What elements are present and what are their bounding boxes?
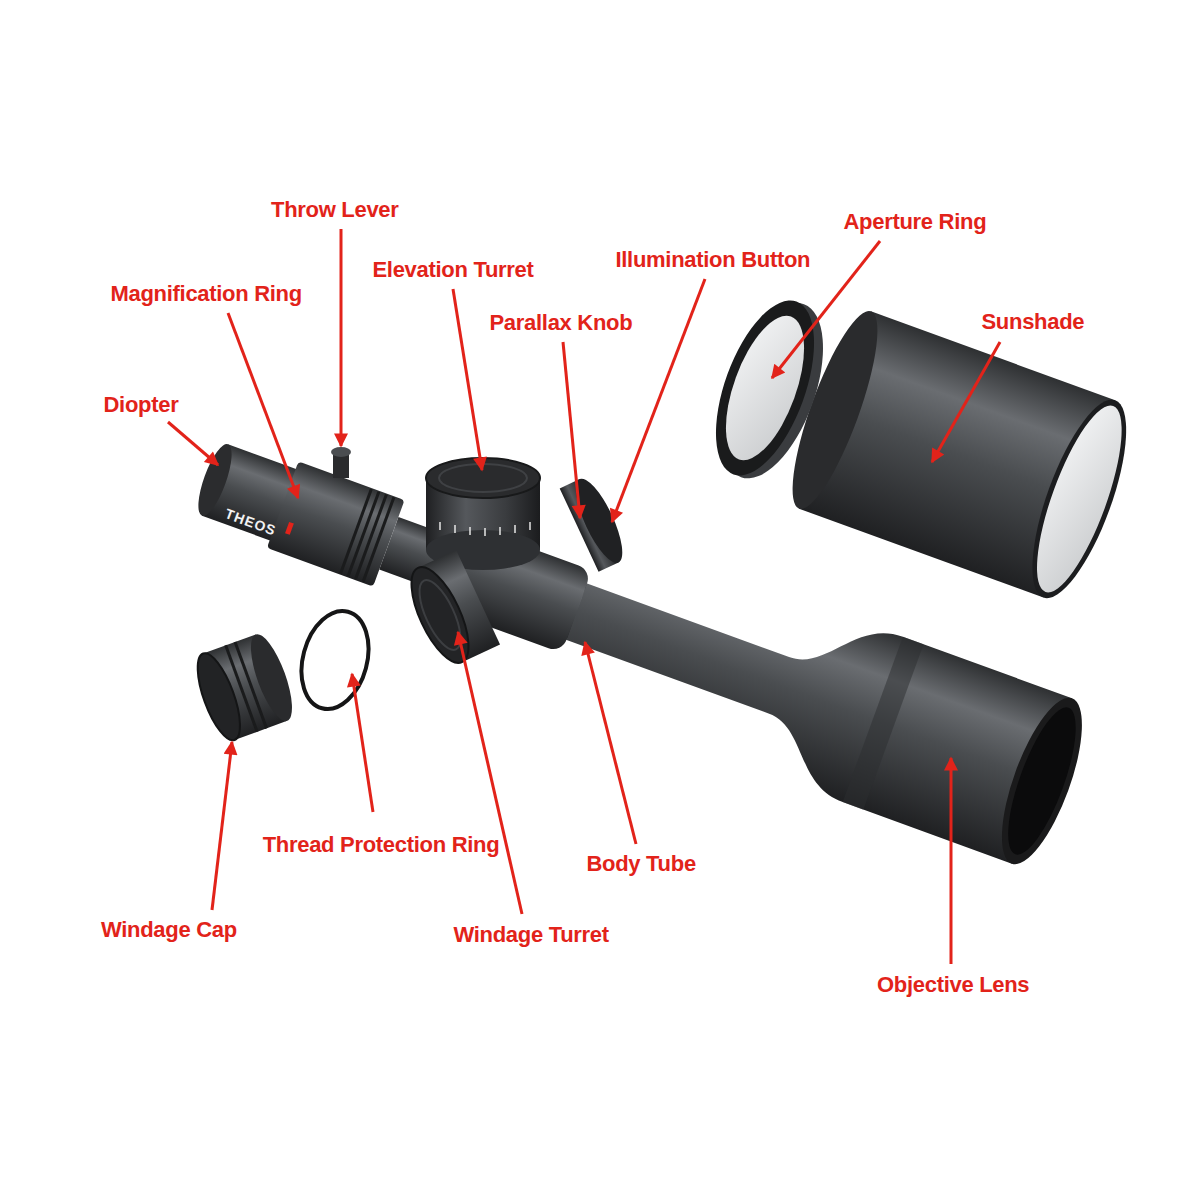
leader-line: [585, 642, 636, 844]
part-label: Body Tube: [587, 851, 696, 877]
tick: [439, 522, 441, 530]
throw-lever-drawing: [331, 447, 351, 478]
leader-line: [563, 342, 580, 518]
scope-drawing: [175, 394, 1099, 874]
part-label: Thread Protection Ring: [261, 832, 501, 858]
objective-lens: [995, 700, 1090, 862]
tick: [454, 525, 456, 533]
part-label: Parallax Knob: [490, 310, 633, 336]
ridge: [341, 489, 372, 574]
leader-line: [932, 342, 1000, 462]
ring-ridges: [341, 489, 394, 582]
part-label: Objective Lens: [877, 972, 1029, 998]
part-label: Sunshade: [982, 309, 1085, 335]
magnification-ring: [267, 461, 405, 586]
windage-face: [400, 559, 480, 670]
windage-cap-back: [243, 630, 301, 726]
windage-cap-drawing: [189, 630, 300, 746]
tick: [499, 527, 501, 535]
sunshade-drawing: [777, 303, 1146, 608]
aperture-ring-rim: [696, 288, 834, 488]
tick: [529, 522, 531, 530]
elevation-top: [426, 458, 540, 498]
part-label: Diopter: [104, 392, 179, 418]
leader-line: [950, 758, 953, 964]
elevation-turret-drawing: [426, 458, 540, 570]
part-label: Magnification Ring: [111, 281, 302, 307]
parallax-knob-drawing: [560, 473, 632, 572]
tick: [484, 528, 486, 536]
leader-line: [340, 229, 343, 446]
ridge: [348, 492, 379, 577]
leader-line: [458, 632, 522, 914]
windage-turret-drawing: [400, 550, 500, 670]
thread-ring: [291, 603, 379, 716]
brand-marking: THEOS: [222, 505, 278, 539]
ridge: [363, 497, 394, 582]
part-label: Elevation Turret: [373, 257, 534, 283]
throw-lever-top: [331, 447, 351, 457]
part-label: Throw Lever: [271, 197, 399, 223]
ridge: [356, 494, 387, 579]
windage-cap-face: [189, 648, 249, 745]
leader-lines: [168, 229, 1000, 964]
part-label: Illumination Button: [616, 247, 811, 273]
part-label: Windage Cap: [101, 917, 237, 943]
index-mark: [285, 522, 294, 535]
part-label: Windage Turret: [454, 922, 609, 948]
aperture-ring-drawing: [696, 288, 844, 492]
aperture-glass: [710, 306, 820, 470]
leader-line: [212, 742, 232, 910]
leader-line: [168, 422, 218, 465]
leader-line: [352, 674, 373, 812]
objective-band: [843, 637, 924, 810]
tick: [514, 525, 516, 533]
part-label: Aperture Ring: [844, 209, 987, 235]
tick: [469, 527, 471, 535]
sunshade-inner: [1020, 397, 1138, 602]
objective-rim: [986, 689, 1099, 874]
sunshade-rim: [1013, 389, 1145, 608]
body-tube: [542, 527, 1072, 863]
leader-line: [453, 289, 482, 470]
elevation-ticks: [440, 522, 530, 536]
leader-line: [228, 313, 298, 498]
